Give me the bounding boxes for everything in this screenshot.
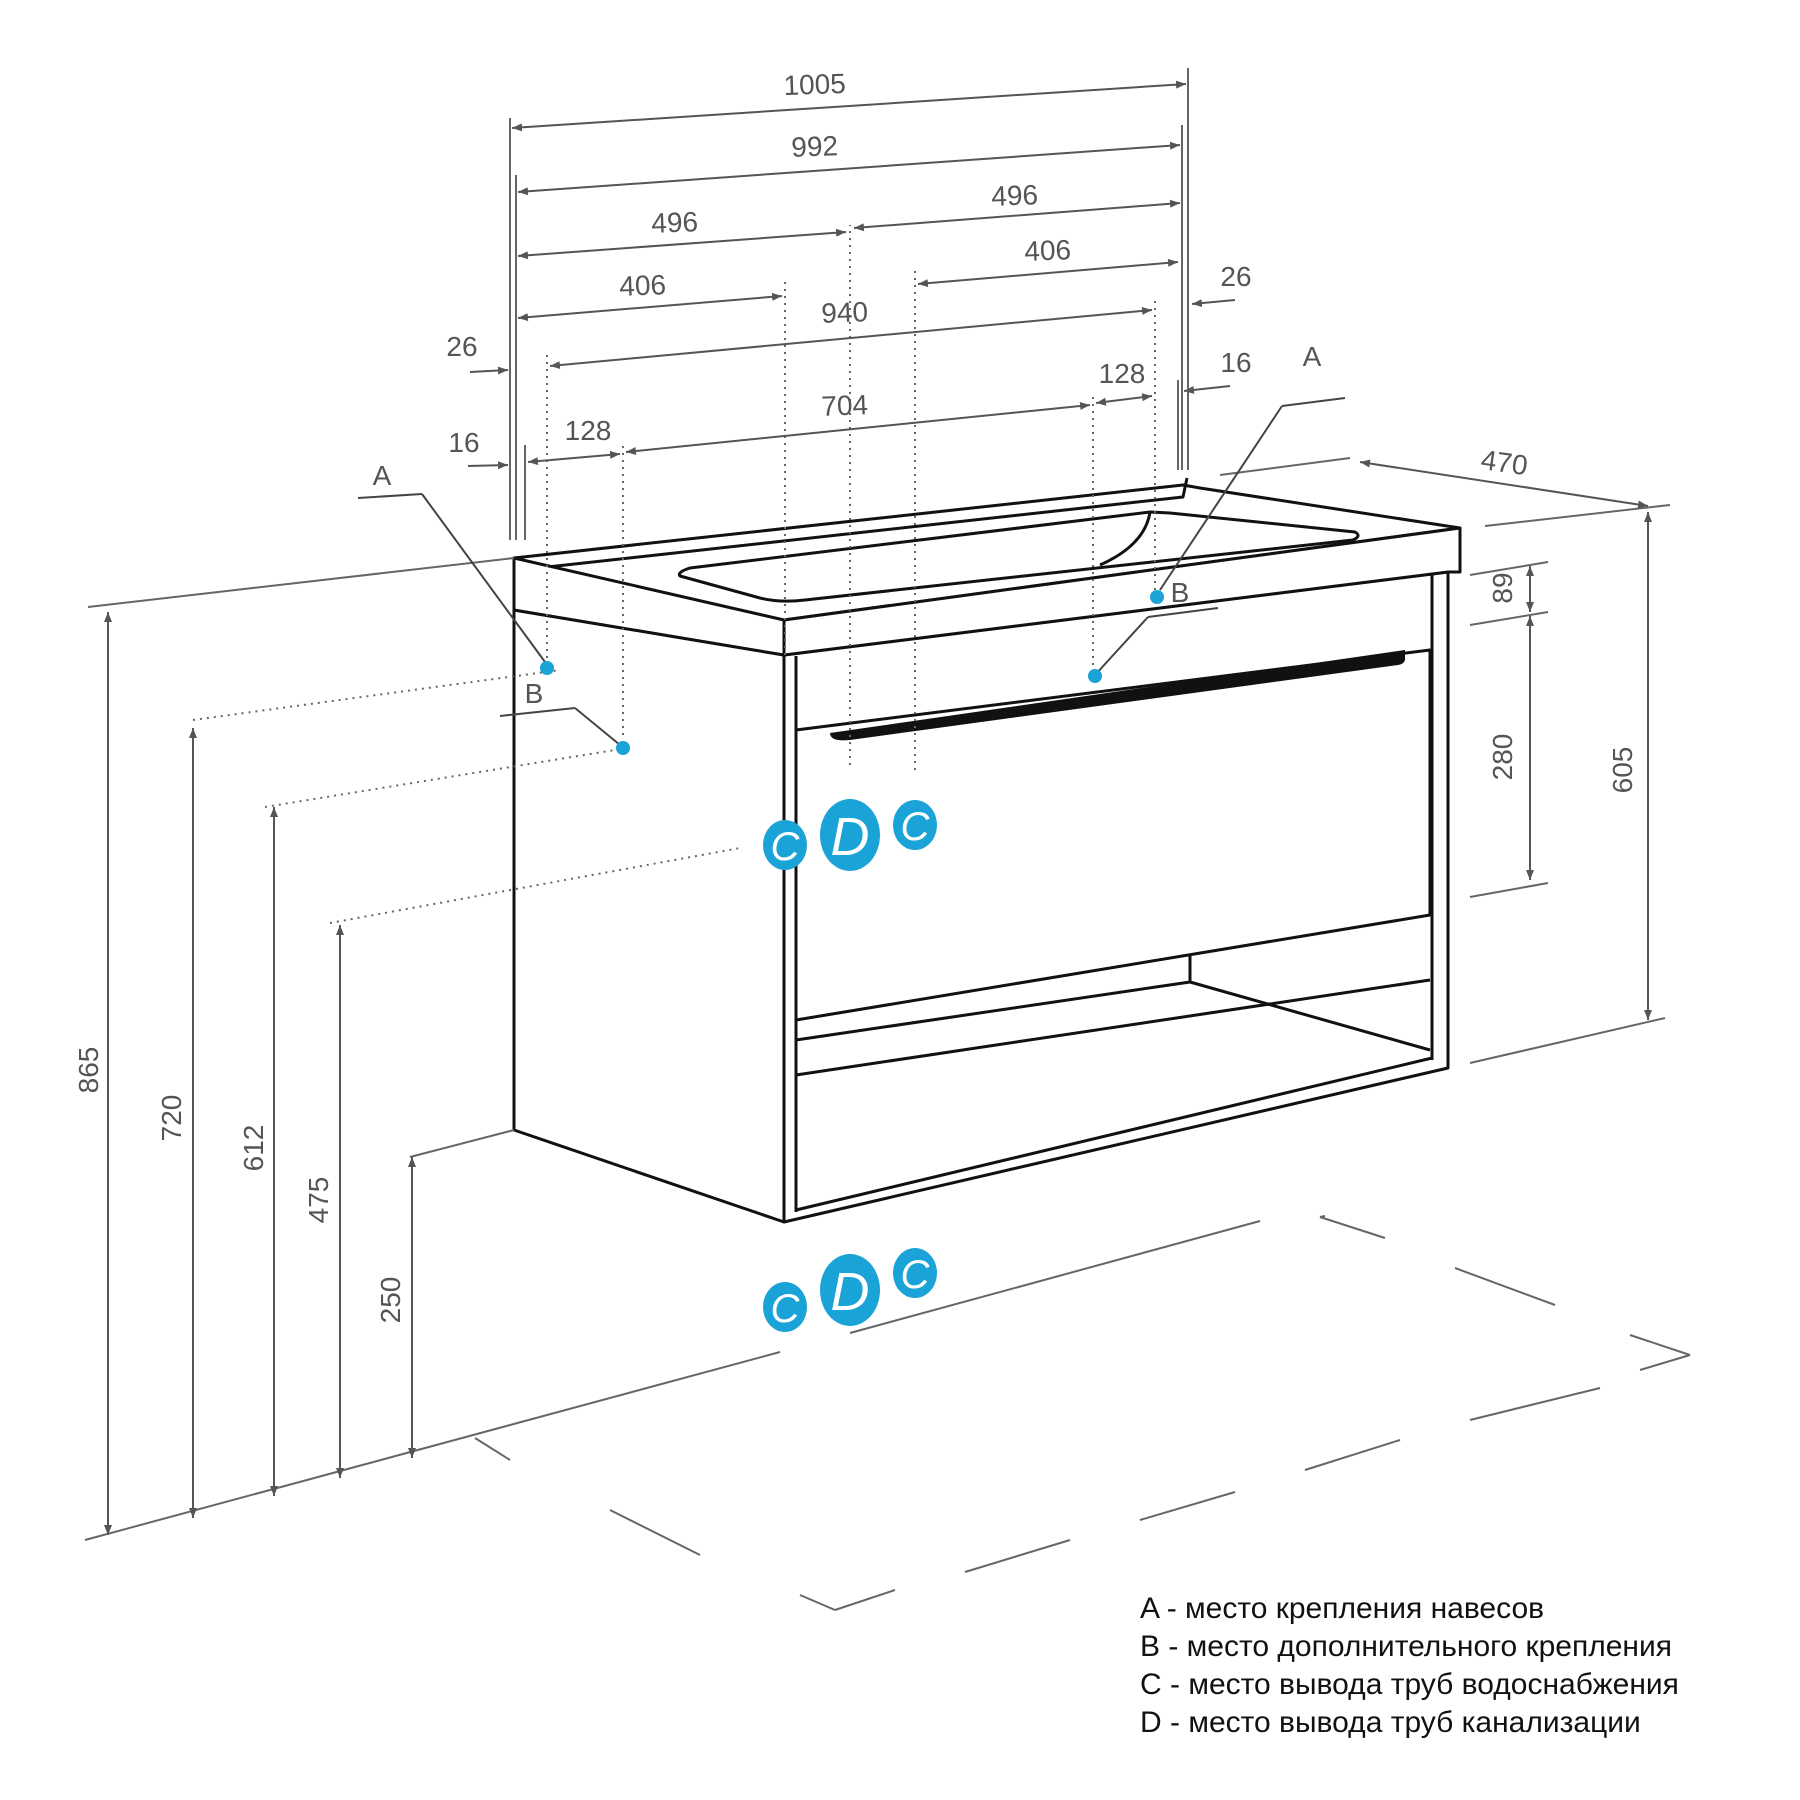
dim-250: 250 bbox=[375, 1277, 406, 1324]
svg-text:C: C bbox=[901, 805, 931, 849]
outlet-c-lower-left bbox=[763, 1282, 807, 1332]
svg-text:D: D bbox=[831, 807, 870, 867]
basin-bowl bbox=[678, 510, 1360, 603]
dim-16-left: 16 bbox=[448, 427, 479, 458]
tag-a-right: A bbox=[1303, 341, 1322, 372]
dim-406-left: 406 bbox=[619, 269, 667, 302]
svg-text:D: D bbox=[831, 1262, 870, 1322]
dim-128-left: 128 bbox=[565, 415, 612, 446]
extension-lines bbox=[87, 68, 1671, 1158]
outlets-lower: C D C bbox=[763, 1248, 937, 1332]
outlet-c-upper-right bbox=[893, 800, 937, 850]
dim-128-right: 128 bbox=[1099, 358, 1146, 389]
dim-720: 720 bbox=[156, 1095, 187, 1142]
height-dimensions bbox=[104, 512, 1652, 1535]
cabinet-side-panel bbox=[512, 608, 786, 1224]
outlets-upper: C D C bbox=[763, 799, 937, 871]
svg-text:C: C bbox=[771, 1287, 801, 1331]
dim-406-right: 406 bbox=[1024, 234, 1072, 267]
dim-26-left: 26 bbox=[446, 331, 477, 362]
legend-item-b: B - место дополнительного крепления bbox=[1140, 1630, 1672, 1663]
dim-16-right: 16 bbox=[1220, 347, 1251, 378]
outlet-d-upper bbox=[820, 799, 880, 871]
legend: A - место крепления навесов B - место до… bbox=[1140, 1590, 1780, 1742]
dim-496-left: 496 bbox=[651, 206, 699, 239]
mounting-points: A B A B bbox=[357, 341, 1346, 755]
dimension-values: 1005 992 496 496 406 406 940 704 128 128… bbox=[73, 68, 1638, 1323]
dim-704: 704 bbox=[821, 389, 869, 422]
mount-point-b-left bbox=[616, 741, 630, 755]
legend-item-d: D - место вывода труб канализации bbox=[1140, 1706, 1641, 1739]
dim-940: 940 bbox=[821, 296, 869, 329]
dim-475: 475 bbox=[303, 1177, 334, 1224]
outlet-c-lower-right bbox=[893, 1248, 937, 1298]
dim-865: 865 bbox=[73, 1047, 104, 1094]
outlet-d-lower bbox=[820, 1254, 880, 1326]
dim-605: 605 bbox=[1607, 747, 1638, 794]
dim-612: 612 bbox=[238, 1125, 269, 1172]
mount-point-a-left bbox=[540, 661, 554, 675]
dim-89: 89 bbox=[1487, 572, 1518, 603]
width-dimensions bbox=[467, 80, 1649, 509]
mount-point-b-right bbox=[1088, 669, 1102, 683]
cabinet bbox=[512, 570, 1450, 1224]
tag-a-left: A bbox=[373, 460, 392, 491]
mount-point-a-right bbox=[1150, 590, 1164, 604]
svg-text:C: C bbox=[771, 825, 801, 869]
legend-item-a: A - место крепления навесов bbox=[1140, 1592, 1545, 1625]
dim-1005: 1005 bbox=[783, 68, 846, 101]
svg-text:C: C bbox=[901, 1253, 931, 1297]
dim-470: 470 bbox=[1479, 444, 1530, 481]
outlet-c-upper-left bbox=[763, 820, 807, 870]
basin-front bbox=[512, 526, 1462, 657]
tag-b-right: B bbox=[1171, 577, 1190, 608]
drawer-front bbox=[794, 648, 1432, 1022]
tag-b-left: B bbox=[525, 678, 544, 709]
drawer-handle bbox=[830, 650, 1405, 741]
dim-26-right: 26 bbox=[1220, 261, 1251, 292]
legend-item-c: C - место вывода труб водоснабжения bbox=[1140, 1668, 1679, 1701]
dim-496-right: 496 bbox=[991, 179, 1039, 212]
dim-280: 280 bbox=[1487, 734, 1518, 781]
dim-992: 992 bbox=[791, 130, 839, 163]
floor-guides bbox=[84, 1215, 1691, 1611]
